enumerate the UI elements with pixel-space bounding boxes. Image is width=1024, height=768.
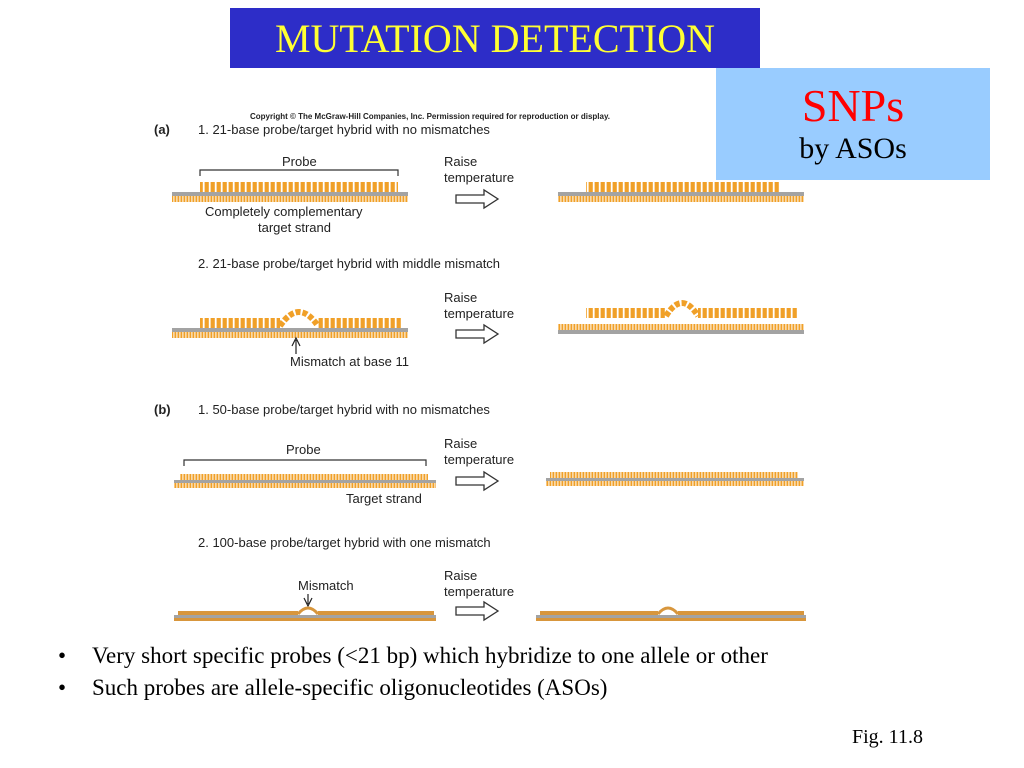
b1-caption: 1. 50-base probe/target hybrid with no m… [198, 402, 490, 417]
a2-raise-label: Raise [444, 290, 477, 305]
a1-complementary-label-1: Completely complementary [205, 204, 363, 219]
a2-caption: 2. 21-base probe/target hybrid with midd… [198, 256, 500, 271]
a2-arrow-icon [455, 323, 500, 345]
b2-result [536, 606, 806, 621]
b1-probe-bracket [183, 459, 427, 466]
a1-probe-label: Probe [282, 154, 317, 169]
bullet-item: Very short specific probes (<21 bp) whic… [52, 640, 992, 672]
a1-result [558, 182, 804, 202]
panel-b-label: (b) [154, 402, 171, 417]
panel-a-label: (a) [154, 122, 170, 137]
b2-arrow-icon [455, 600, 500, 622]
a1-complementary-label-2: target strand [258, 220, 331, 235]
a2-mismatch-label: Mismatch at base 11 [290, 354, 409, 369]
b1-temperature-label: temperature [444, 452, 514, 467]
b2-temperature-label: temperature [444, 584, 514, 599]
a1-temperature-label: temperature [444, 170, 514, 185]
b1-hybrid [174, 474, 436, 488]
b2-hybrid [174, 606, 436, 621]
a1-probe-bracket [199, 169, 399, 176]
slide-title: MUTATION DETECTION [230, 8, 760, 68]
aso-hybridization-figure: Copyright © The McGraw-Hill Companies, I… [154, 112, 806, 622]
a1-raise-label: Raise [444, 154, 477, 169]
a2-hybrid [172, 309, 408, 338]
b1-raise-label: Raise [444, 436, 477, 451]
figure-reference: Fig. 11.8 [852, 726, 923, 748]
bullet-list: Very short specific probes (<21 bp) whic… [52, 640, 992, 704]
b1-target-label: Target strand [346, 491, 422, 506]
snp-callout: SNPs by ASOs [716, 68, 990, 180]
snp-subtitle: by ASOs [799, 132, 907, 165]
a2-result [558, 300, 804, 334]
b2-caption: 2. 100-base probe/target hybrid with one… [198, 535, 491, 550]
a2-mismatch-arrow-icon [291, 336, 301, 354]
b1-result [546, 472, 804, 486]
b2-mismatch-label: Mismatch [298, 578, 354, 593]
a2-temperature-label: temperature [444, 306, 514, 321]
bullet-item: Such probes are allele-specific oligonuc… [52, 672, 992, 704]
copyright-note: Copyright © The McGraw-Hill Companies, I… [250, 112, 610, 121]
a1-arrow-icon [455, 188, 500, 210]
a1-hybrid [172, 182, 408, 202]
b2-mismatch-arrow-icon [303, 594, 313, 608]
a1-caption: 1. 21-base probe/target hybrid with no m… [198, 122, 490, 137]
b1-arrow-icon [455, 470, 500, 492]
b2-raise-label: Raise [444, 568, 477, 583]
snp-title: SNPs [801, 80, 905, 131]
b1-probe-label: Probe [286, 442, 321, 457]
